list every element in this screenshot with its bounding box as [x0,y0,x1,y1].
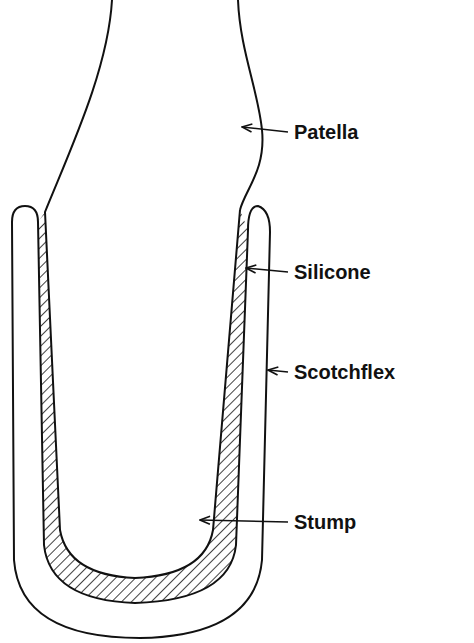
leader-arrow [200,520,288,522]
leader-arrow [242,127,288,132]
part-label: Stump [292,512,358,532]
part-label: Silicone [292,262,373,282]
scotchflex-shell [12,206,270,638]
leader-arrow [268,370,288,372]
part-label: Scotchflex [292,362,397,382]
leg-outline-left [45,0,240,578]
leader-arrow [246,268,288,272]
silicone-liner [38,210,248,603]
leg-outline-right [238,0,263,210]
part-label: Patella [292,122,360,142]
